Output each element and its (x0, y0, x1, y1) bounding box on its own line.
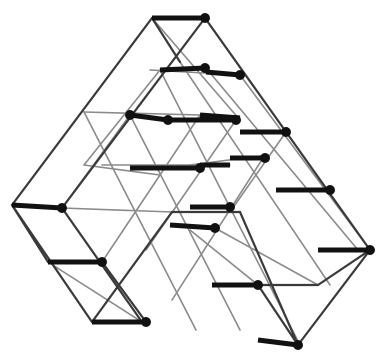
joint-knob (57, 203, 67, 213)
joint-knob (163, 115, 173, 125)
rung (206, 72, 240, 75)
joint-knob (125, 110, 135, 120)
joint-knob (253, 280, 263, 290)
joint-knob (210, 223, 220, 233)
joint-knob (141, 317, 151, 327)
joint-knob (235, 70, 245, 80)
joint-knob (200, 13, 210, 23)
joint-knob (281, 127, 291, 137)
joint-knob (231, 115, 241, 125)
joint-knob (97, 257, 107, 267)
rung (12, 205, 62, 208)
joint-knob (260, 153, 270, 163)
joint-knob (325, 185, 335, 195)
rung (160, 68, 205, 70)
joint-knob (293, 340, 303, 350)
joint-knob (195, 163, 205, 173)
joint-knob (365, 245, 375, 255)
joint-knob (200, 63, 210, 73)
joint-knob (225, 202, 235, 212)
rung (170, 225, 215, 228)
